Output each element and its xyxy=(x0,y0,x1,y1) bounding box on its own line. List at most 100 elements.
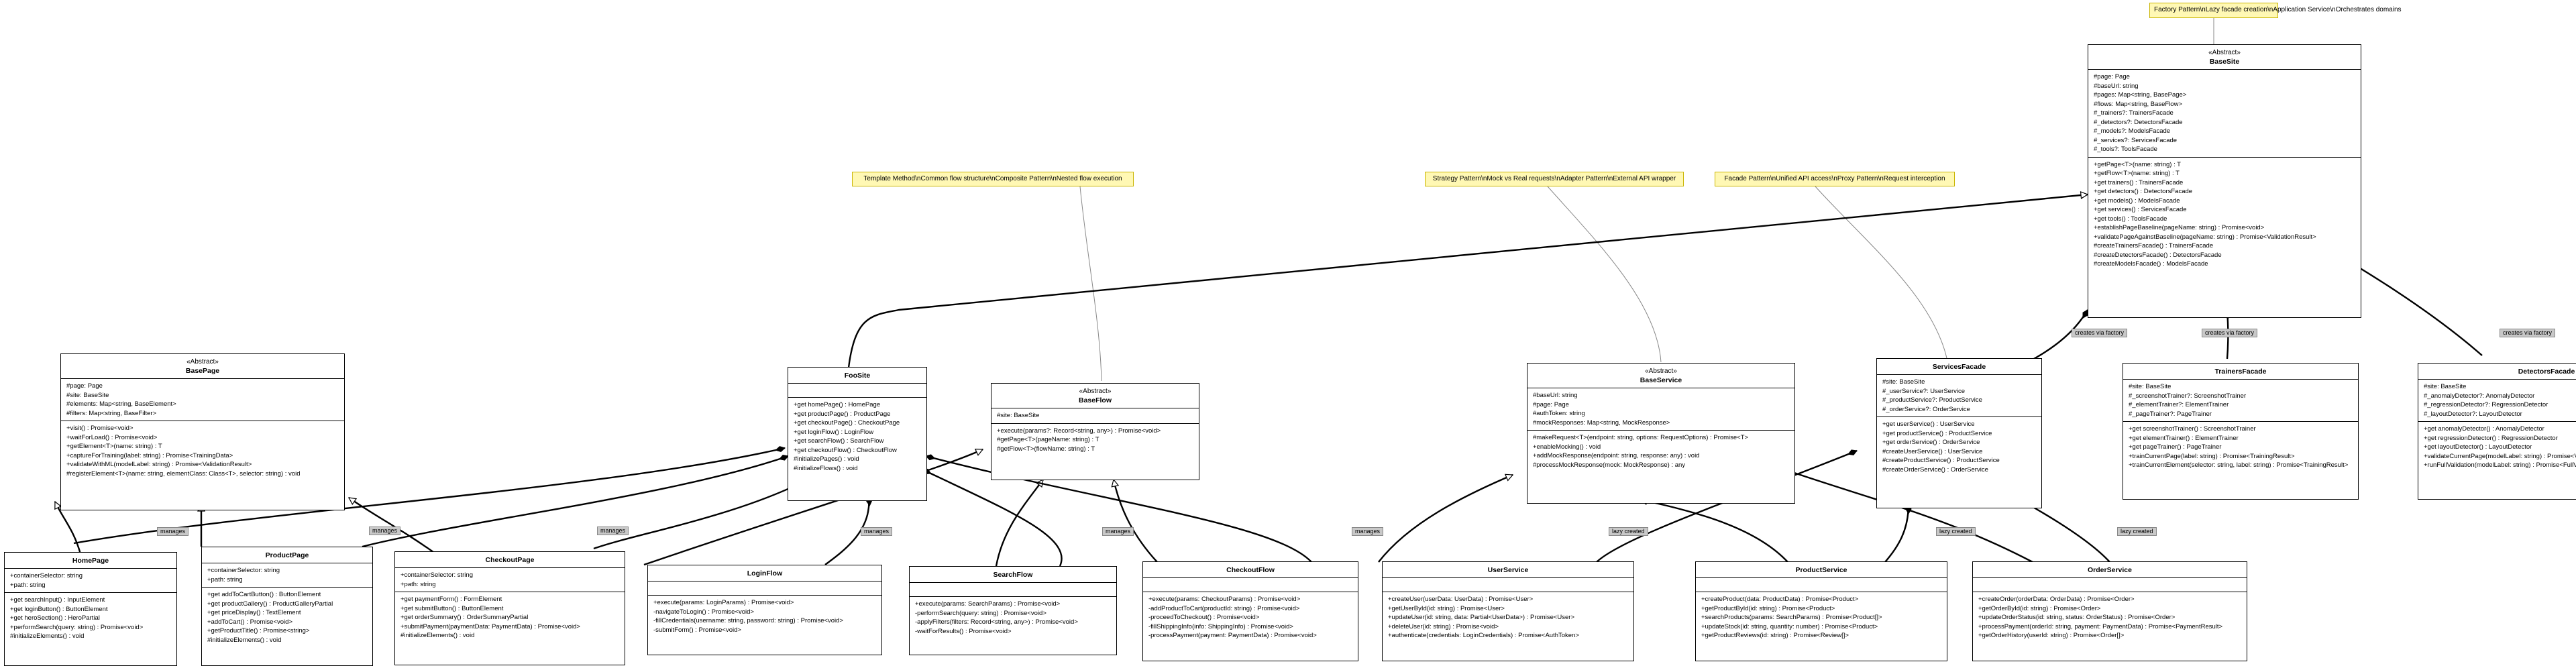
label-manages-productpage: manages xyxy=(369,526,401,535)
basepage-stereotype: «Abstract» xyxy=(186,358,219,366)
label-factory-trainers-text: creates via factory xyxy=(2205,329,2255,336)
basesite-method-10: #createDetectorsFacade() : DetectorsFaca… xyxy=(2094,251,2222,259)
basepage-method-3: +captureForTraining(label: string) : Pro… xyxy=(66,451,233,459)
baseservice-attribute-0: #baseUrl: string xyxy=(1533,392,1578,399)
loginflow-method-3: -submitForm() : Promise<void> xyxy=(653,626,741,634)
detectorsfacade-header: DetectorsFacade xyxy=(2418,364,2576,380)
orderservice-method-2: +updateOrderStatus(id: string, status: O… xyxy=(1978,614,2176,621)
basepage-header: «Abstract»BasePage xyxy=(61,354,344,379)
trainersfacade-methods: +get screenshotTrainer() : ScreenshotTra… xyxy=(2123,422,2358,473)
basesite-attribute-7: #_services?: ServicesFacade xyxy=(2094,136,2178,144)
foosite-method-0: +get homePage() : HomePage xyxy=(794,401,881,408)
productpage-method-4: +getProductTitle() : Promise<string> xyxy=(207,627,310,634)
searchflow-attributes xyxy=(910,583,1116,597)
checkoutpage-method-1: +get submitButton() : ButtonElement xyxy=(400,604,504,612)
checkoutpage-method-0: +get paymentForm() : FormElement xyxy=(400,596,502,603)
loginflow-method-1: -navigateToLogin() : Promise<void> xyxy=(653,608,754,616)
label-lazy-created-user: lazy created xyxy=(1609,527,1648,536)
basepage-attribute-1: #site: BaseSite xyxy=(66,391,109,399)
orderservice-name: OrderService xyxy=(2088,566,2132,574)
basesite-attribute-4: #_trainers?: TrainersFacade xyxy=(2094,109,2174,117)
productpage-methods: +get addToCartButton() : ButtonElement+g… xyxy=(202,588,372,647)
baseservice-method-3: #processMockResponse(mock: MockResponse)… xyxy=(1533,461,1686,469)
loginflow-method-0: +execute(params: LoginParams) : Promise<… xyxy=(653,599,794,606)
class-productpage: ProductPage+containerSelector: string+pa… xyxy=(201,547,373,666)
servicesfacade-method-2: +get orderService() : OrderService xyxy=(1882,439,1980,446)
checkoutpage-method-3: +submitPayment(paymentData: PaymentData)… xyxy=(400,622,580,630)
baseservice-methods: #makeRequest<T>(endpoint: string, option… xyxy=(1527,431,1794,472)
basepage-method-1: +waitForLoad() : Promise<void> xyxy=(66,433,158,441)
basesite-attribute-2: #pages: Map<string, BasePage> xyxy=(2094,91,2187,99)
label-manages-homepage: manages xyxy=(157,527,189,536)
foosite-method-5: +get checkoutFlow() : CheckoutFlow xyxy=(794,446,897,454)
servicesfacade-attribute-1: #_userService?: UserService xyxy=(1882,387,1966,395)
edge-homepage-extends-basepage xyxy=(54,502,82,555)
basesite-method-9: #createTrainersFacade() : TrainersFacade xyxy=(2094,242,2214,249)
detectorsfacade-method-0: +get anomalyDetector() : AnomalyDetector xyxy=(2424,425,2544,433)
trainersfacade-header: TrainersFacade xyxy=(2123,364,2358,380)
edge-foosite-manages-loginflow xyxy=(824,495,873,565)
note-strategy: Strategy Pattern\nMock vs Real requests\… xyxy=(1425,172,1684,186)
checkoutpage-method-4: #initializeElements() : void xyxy=(400,632,475,639)
baseservice-method-2: +addMockResponse(endpoint: string, respo… xyxy=(1533,452,1700,459)
searchflow-method-0: +execute(params: SearchParams) : Promise… xyxy=(915,600,1061,608)
edge-searchflow-extends-baseflow xyxy=(995,480,1044,567)
homepage-method-3: +performSearch(query: string) : Promise<… xyxy=(10,623,144,631)
baseflow-attribute-0: #site: BaseSite xyxy=(997,412,1040,419)
note-strategy-text: Strategy Pattern\nMock vs Real requests\… xyxy=(1432,175,1676,182)
class-detectorsfacade: DetectorsFacade#site: BaseSite#_anomalyD… xyxy=(2418,363,2576,500)
basepage-method-2: +getElement<T>(name: string) : T xyxy=(66,443,162,450)
basesite-name: BaseSite xyxy=(2209,58,2240,66)
class-basepage: «Abstract»BasePage#page: Page#site: Base… xyxy=(60,353,345,510)
checkoutpage-header: CheckoutPage xyxy=(395,552,625,568)
basesite-header: «Abstract» BaseSite xyxy=(2088,45,2361,70)
productpage-attribute-0: +containerSelector: string xyxy=(207,567,280,574)
edge-checkoutflow-extends-baseflow xyxy=(1114,480,1158,563)
note-connector-template xyxy=(1079,186,1102,382)
detectorsfacade-method-1: +get regressionDetector() : RegressionDe… xyxy=(2424,434,2558,442)
label-manages-checkoutflow: manages xyxy=(1352,527,1384,536)
searchflow-methods: +execute(params: SearchParams) : Promise… xyxy=(910,597,1116,639)
baseservice-attribute-2: #authToken: string xyxy=(1533,410,1585,417)
basepage-method-4: +validateWithML(modelLabel: string) : Pr… xyxy=(66,461,252,468)
class-trainersfacade: TrainersFacade#site: BaseSite#_screensho… xyxy=(2123,363,2359,500)
checkoutpage-methods: +get paymentForm() : FormElement+get sub… xyxy=(395,592,625,643)
class-foosite: FooSite+get homePage() : HomePage+get pr… xyxy=(788,367,927,501)
homepage-method-1: +get loginButton() : ButtonElement xyxy=(10,605,108,613)
homepage-attributes: +containerSelector: string+path: string xyxy=(5,569,176,593)
foosite-method-7: #initializeFlows() : void xyxy=(794,464,858,472)
basepage-method-5: #registerElement<T>(name: string, elemen… xyxy=(66,469,301,478)
userservice-method-2: +updateUser(id: string, data: Partial<Us… xyxy=(1388,614,1575,621)
userservice-method-3: +deleteUser(id: string) : Promise<void> xyxy=(1388,622,1499,630)
homepage-attribute-0: +containerSelector: string xyxy=(10,572,83,579)
productpage-method-3: +addToCart() : Promise<void> xyxy=(207,618,292,626)
foosite-attributes xyxy=(788,384,926,398)
basesite-attribute-5: #_detectors?: DetectorsFacade xyxy=(2094,118,2183,126)
edge-servicesfacade-creates-productservice xyxy=(1884,503,1912,563)
checkoutflow-name: CheckoutFlow xyxy=(1226,566,1275,574)
servicesfacade-methods: +get userService() : UserService+get pro… xyxy=(1877,417,2041,477)
basesite-attribute-6: #_models?: ModelsFacade xyxy=(2094,127,2171,135)
edge-foosite-extends-basesite xyxy=(847,195,2088,368)
baseflow-attributes: #site: BaseSite xyxy=(991,408,1199,424)
homepage-methods: +get searchInput() : InputElement+get lo… xyxy=(5,593,176,644)
detectorsfacade-method-4: +runFullValidation(modelLabel: string) :… xyxy=(2424,461,2576,469)
foosite-method-1: +get productPage() : ProductPage xyxy=(794,410,891,418)
userservice-methods: +createUser(userData: UserData) : Promis… xyxy=(1383,592,1633,643)
basesite-method-4: +get models() : ModelsFacade xyxy=(2094,197,2180,205)
trainersfacade-method-3: +trainCurrentPage(label: string) : Promi… xyxy=(2129,452,2295,460)
orderservice-header: OrderService xyxy=(1973,562,2247,578)
basesite-method-6: +get tools() : ToolsFacade xyxy=(2094,215,2167,223)
searchflow-header: SearchFlow xyxy=(910,567,1116,583)
basesite-stereotype: «Abstract» xyxy=(2208,49,2241,56)
checkoutflow-method-1: -addProductToCart(productId: string) : P… xyxy=(1148,604,1300,612)
checkoutflow-methods: +execute(params: CheckoutParams) : Promi… xyxy=(1143,592,1358,643)
loginflow-attributes xyxy=(648,581,881,596)
productservice-method-2: +searchProducts(params: SearchParams) : … xyxy=(1701,614,1882,621)
servicesfacade-attribute-2: #_productService?: ProductService xyxy=(1882,396,1982,404)
edge-foosite-manages-productpage xyxy=(362,454,789,548)
basesite-method-11: #createModelsFacade() : ModelsFacade xyxy=(2094,260,2208,268)
servicesfacade-header: ServicesFacade xyxy=(1877,359,2041,375)
servicesfacade-method-1: +get productService() : ProductService xyxy=(1882,429,1992,437)
orderservice-method-0: +createOrder(orderData: OrderData) : Pro… xyxy=(1978,596,2135,603)
